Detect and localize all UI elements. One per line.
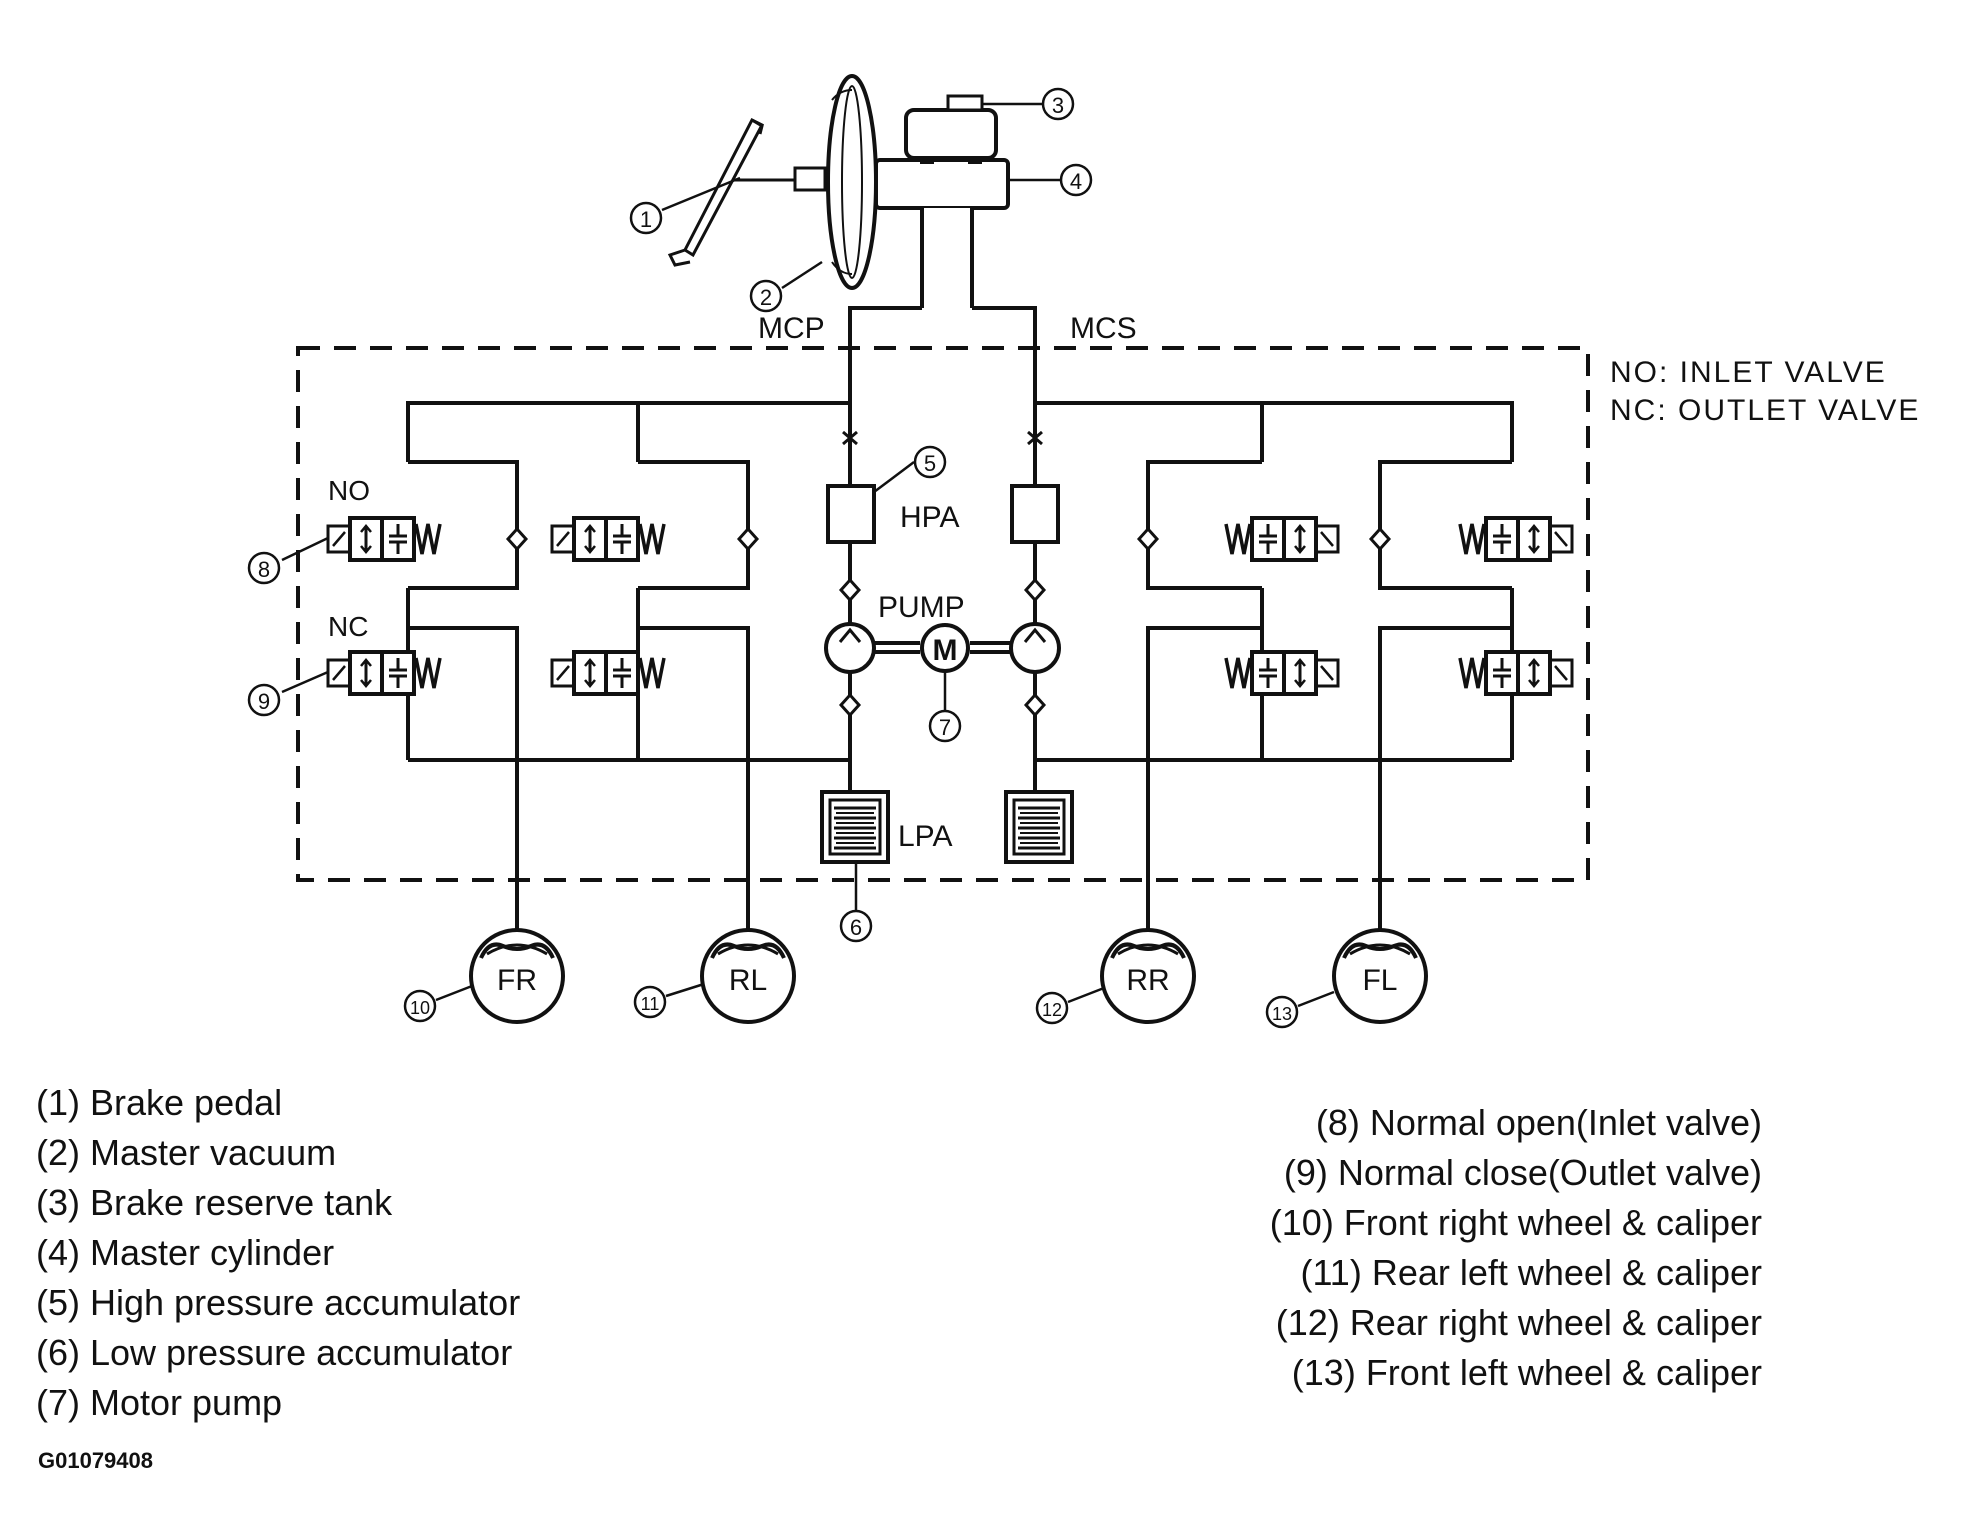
svg-text:2: 2 xyxy=(760,285,772,310)
callout-13: 13 xyxy=(1265,995,1299,1029)
legend-item: (4) Master cylinder xyxy=(36,1232,335,1273)
label-pump: PUMP xyxy=(878,591,965,624)
label-hpa: HPA xyxy=(900,501,959,534)
callout-9: 9 xyxy=(247,683,281,717)
check-valve xyxy=(737,527,759,551)
callout-4: 4 xyxy=(1059,163,1093,197)
svg-text:13: 13 xyxy=(1272,1004,1292,1024)
callout-5: 5 xyxy=(913,445,947,479)
outlet-valve-fl xyxy=(1458,650,1574,696)
svg-text:1: 1 xyxy=(640,207,652,232)
svg-text:7: 7 xyxy=(939,715,951,740)
motor-pump: M xyxy=(920,623,970,673)
check-valve xyxy=(839,578,861,602)
callout-6: 6 xyxy=(839,909,873,943)
callout-11: 11 xyxy=(633,985,667,1019)
note-no: NO: INLET VALVE xyxy=(1610,356,1887,389)
hcu-boundary xyxy=(296,346,1590,882)
legend-item: (6) Low pressure accumulator xyxy=(36,1332,513,1373)
outlet-valve-fr xyxy=(326,650,442,696)
legend-item: (1) Brake pedal xyxy=(36,1082,283,1123)
svg-text:12: 12 xyxy=(1042,1000,1062,1020)
inlet-valve-fl xyxy=(1458,516,1574,562)
wheel-label-fr: FR xyxy=(497,964,537,997)
svg-text:6: 6 xyxy=(850,915,862,940)
legend-right: (8) Normal open(Inlet valve) (9) Normal … xyxy=(1180,1098,1762,1398)
svg-text:10: 10 xyxy=(410,998,430,1018)
figure-id: G01079408 xyxy=(38,1448,153,1473)
label-mcs: MCS xyxy=(1070,312,1137,345)
legend-item: (13) Front left wheel & caliper xyxy=(1291,1352,1762,1393)
lpa-right xyxy=(1004,790,1074,864)
check-valve xyxy=(1137,527,1159,551)
svg-text:5: 5 xyxy=(924,451,936,476)
check-valve xyxy=(1369,527,1391,551)
inlet-valve-rl xyxy=(550,516,666,562)
pump-right xyxy=(1009,622,1061,674)
label-mcp: MCP xyxy=(758,312,825,345)
legend-item: (2) Master vacuum xyxy=(36,1132,337,1173)
pump-left xyxy=(824,622,876,674)
pump-line xyxy=(872,641,1012,654)
svg-text:8: 8 xyxy=(258,557,270,582)
check-valve xyxy=(1024,693,1046,717)
legend-item: (9) Normal close(Outlet valve) xyxy=(1283,1152,1762,1193)
label-no: NO xyxy=(328,475,370,506)
legend-item: (10) Front right wheel & caliper xyxy=(1269,1202,1762,1243)
callout-2: 2 xyxy=(749,279,783,313)
wheel-label-rl: RL xyxy=(729,964,767,997)
legend-item: (7) Motor pump xyxy=(36,1382,283,1423)
inlet-valve-fr xyxy=(326,516,442,562)
wheel-label-fl: FL xyxy=(1362,964,1397,997)
check-valve xyxy=(506,527,528,551)
legend-item: (8) Normal open(Inlet valve) xyxy=(1315,1102,1762,1143)
callout-1: 1 xyxy=(629,201,663,235)
legend-item: (11) Rear left wheel & caliper xyxy=(1300,1252,1762,1293)
outlet-valve-rr xyxy=(1224,650,1340,696)
lpa-left xyxy=(820,790,890,864)
right-circuit-lines xyxy=(1035,401,1514,936)
inlet-valve-rr xyxy=(1224,516,1340,562)
outlet-valve-rl xyxy=(550,650,666,696)
check-valve xyxy=(1024,578,1046,602)
callout-10: 10 xyxy=(403,989,437,1023)
callout-leaders xyxy=(281,102,1335,1008)
svg-text:4: 4 xyxy=(1070,169,1082,194)
legend-item: (5) High pressure accumulator xyxy=(36,1282,521,1323)
note-nc: NC: OUTLET VALVE xyxy=(1610,394,1920,427)
master-cylinder xyxy=(874,158,1010,308)
callout-3: 3 xyxy=(1041,87,1075,121)
wheel-label-rr: RR xyxy=(1126,964,1169,997)
hpa-right xyxy=(1010,430,1060,544)
svg-text:9: 9 xyxy=(258,689,270,714)
callout-12: 12 xyxy=(1035,991,1069,1025)
callout-7: 7 xyxy=(928,709,962,743)
svg-text:M: M xyxy=(933,634,958,667)
hpa-left xyxy=(826,430,876,544)
supply-lines xyxy=(848,306,1037,760)
check-valve xyxy=(839,693,861,717)
master-vacuum xyxy=(793,74,878,290)
callout-8: 8 xyxy=(247,551,281,585)
label-nc: NC xyxy=(328,611,368,642)
legend-item: (3) Brake reserve tank xyxy=(36,1182,393,1223)
svg-text:11: 11 xyxy=(641,994,660,1014)
svg-text:3: 3 xyxy=(1052,93,1064,118)
brake-pedal xyxy=(667,117,800,267)
label-lpa: LPA xyxy=(898,820,952,853)
legend-item: (12) Rear right wheel & caliper xyxy=(1275,1302,1762,1343)
legend-left: (1) Brake pedal (2) Master vacuum (3) Br… xyxy=(36,1078,520,1428)
brake-reserve-tank xyxy=(904,94,998,164)
